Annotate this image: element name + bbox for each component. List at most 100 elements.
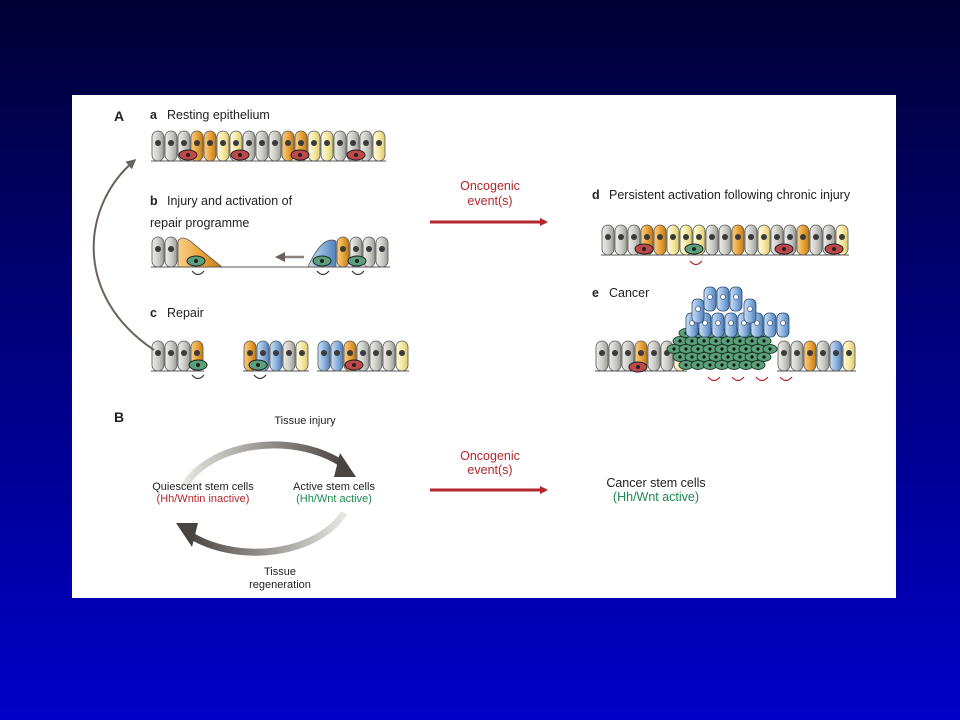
cell-nucleus (386, 350, 392, 356)
cell-nucleus (657, 234, 663, 240)
division-arrow (707, 376, 721, 382)
active-line2: (Hh/Wnt active) (296, 493, 372, 505)
cell-nucleus (207, 140, 213, 146)
cell-nucleus (321, 350, 327, 356)
tissue-regeneration-line1: Tissue (264, 566, 296, 578)
subpanel-b-letter: b (150, 194, 158, 208)
subpanel-a-title: Resting epithelium (167, 108, 270, 122)
division-arrow (755, 376, 769, 382)
activated-stem-cell-nucleus (355, 259, 359, 263)
cell-nucleus (181, 350, 187, 356)
cell-nucleus (709, 234, 715, 240)
tumour-cell-nucleus (747, 306, 753, 312)
tumour-cell-nucleus (728, 320, 734, 326)
division-arrow (316, 270, 330, 276)
division-arrow (731, 376, 745, 382)
return-arrow (92, 159, 155, 351)
cell-nucleus (813, 234, 819, 240)
cell-nucleus (155, 246, 161, 252)
cell-nucleus (337, 140, 343, 146)
cell-nucleus (360, 350, 366, 356)
cell-nucleus (839, 234, 845, 240)
cell-nucleus (324, 140, 330, 146)
cancer-stem-cell-nucleus (684, 347, 688, 351)
tumour-cell-nucleus (733, 294, 739, 300)
activated-stem-cell-nucleus (256, 363, 260, 367)
cell-nucleus (168, 246, 174, 252)
tumour-cell-nucleus (720, 294, 726, 300)
basal-stem-cell-nucleus (642, 247, 646, 251)
tissue-injury-label: Tissue injury (274, 415, 336, 427)
cell-nucleus (298, 140, 304, 146)
cancer-stem-cell-nucleus (726, 355, 730, 359)
cell-nucleus (379, 246, 385, 252)
tumour-cell-nucleus (707, 294, 713, 300)
cancer-stem-cell-nucleus (696, 363, 700, 367)
quiescent-line2: (Hh/Wntin inactive) (157, 493, 250, 505)
cell-nucleus (168, 350, 174, 356)
cell-nucleus (155, 140, 161, 146)
cancer-stem-cell-nucleus (714, 355, 718, 359)
cancer-stem-cell-nucleus (756, 347, 760, 351)
cancer-stem-line2: (Hh/Wnt active) (613, 490, 699, 504)
cell-nucleus (366, 246, 372, 252)
cell-nucleus (350, 140, 356, 146)
cell-nucleus (618, 234, 624, 240)
cell-nucleus (334, 350, 340, 356)
cell-nucleus (155, 350, 161, 356)
cell-nucleus (787, 234, 793, 240)
cell-nucleus (781, 350, 787, 356)
cell-nucleus (373, 350, 379, 356)
cycle-arc-top (180, 441, 347, 489)
cancer-stem-cell-nucleus (672, 347, 676, 351)
cancer-stem-cell-nucleus (678, 355, 682, 359)
basal-stem-cell-nucleus (352, 363, 356, 367)
cell-nucleus (670, 234, 676, 240)
oncogenic-label-b-line2: event(s) (467, 463, 512, 477)
cell-nucleus (735, 234, 741, 240)
division-arrow (253, 374, 267, 380)
cell-nucleus (340, 246, 346, 252)
tumour-cell-nucleus (702, 320, 708, 326)
cancer-stem-cell-nucleus (720, 347, 724, 351)
cell-nucleus (774, 234, 780, 240)
subpanel-a-letter: a (150, 108, 158, 122)
subpanel-e-title: Cancer (609, 286, 649, 300)
cell-nucleus (605, 234, 611, 240)
subpanel-d-title: Persistent activation following chronic … (609, 188, 851, 202)
basal-stem-cell-nucleus (238, 153, 242, 157)
cell-nucleus (696, 234, 702, 240)
cell-nucleus (800, 234, 806, 240)
cancer-stem-cell-nucleus (690, 339, 694, 343)
cancer-stem-cell-nucleus (732, 363, 736, 367)
resting-epithelium-cells (151, 130, 386, 162)
oncogenic-label-a-line1: Oncogenic (460, 179, 520, 193)
cancer-stem-cell-nucleus (702, 355, 706, 359)
cell-nucleus (285, 140, 291, 146)
cell-nucleus (826, 234, 832, 240)
cancer-stem-cell-nucleus (678, 339, 682, 343)
subpanel-b-title-line1: Injury and activation of (167, 194, 293, 208)
cell-nucleus (247, 350, 253, 356)
cell-nucleus (833, 350, 839, 356)
basal-stem-cell-nucleus (298, 153, 302, 157)
quiescent-line1: Quiescent stem cells (152, 481, 254, 493)
cell-nucleus (246, 140, 252, 146)
cell-nucleus (311, 140, 317, 146)
tissue-regeneration-line2: regeneration (249, 579, 311, 591)
cancer-cells (595, 286, 856, 382)
panel-a-letter: A (114, 108, 124, 124)
cell-nucleus (683, 234, 689, 240)
cancer-stem-cell-nucleus (756, 363, 760, 367)
basal-stem-cell-nucleus (832, 247, 836, 251)
cell-nucleus (260, 350, 266, 356)
cancer-stem-line1: Cancer stem cells (606, 476, 705, 490)
cancer-stem-cell-nucleus (726, 339, 730, 343)
tumour-cell-nucleus (754, 320, 760, 326)
division-arrow (689, 260, 703, 266)
cell-nucleus (794, 350, 800, 356)
cancer-stem-cell-nucleus (750, 355, 754, 359)
cell-nucleus (347, 350, 353, 356)
activated-stem-cell-nucleus (194, 259, 198, 263)
panel-b-letter: B (114, 409, 124, 425)
